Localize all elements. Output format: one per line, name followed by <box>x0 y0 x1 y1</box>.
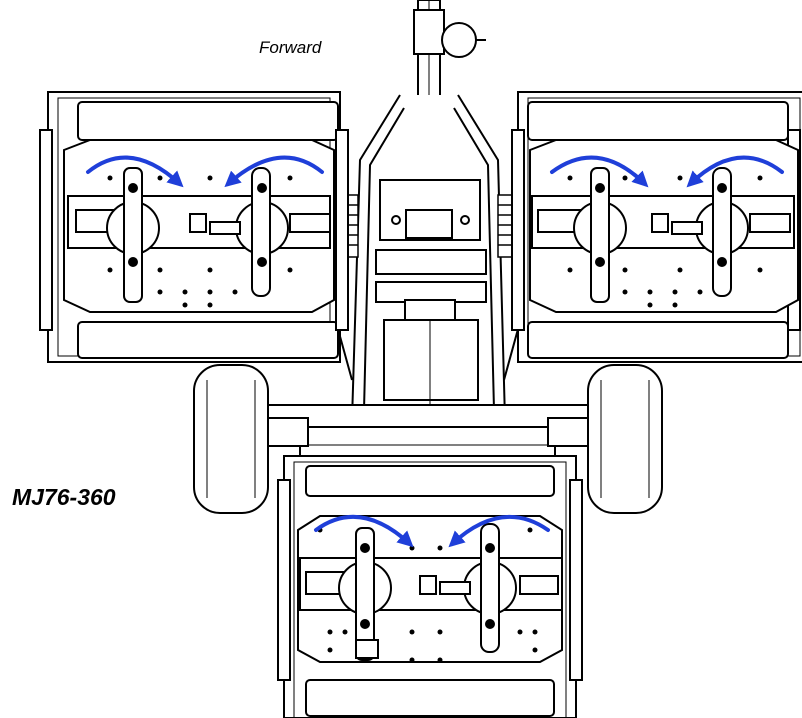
right-deck-arrow-clockwise <box>550 155 649 188</box>
center-frame <box>264 94 591 464</box>
rear-deck-bolts <box>317 527 538 663</box>
rear-deck-arrow-counterclockwise <box>448 515 550 548</box>
right-deck-arrow-counterclockwise <box>686 155 784 188</box>
left-deck-arrow-counterclockwise <box>224 155 324 188</box>
model-label: MJ76-360 <box>12 484 116 510</box>
left-deck-bolts <box>107 175 293 308</box>
rear-deck-arrow-clockwise <box>314 515 414 548</box>
left-deck-arrow-clockwise <box>86 155 184 188</box>
right-deck-bolts <box>567 175 763 308</box>
right-deck <box>511 91 802 363</box>
rear-deck <box>277 455 583 718</box>
right-wheel <box>587 364 663 514</box>
rotation-arrows <box>86 155 784 548</box>
left-wheel <box>193 364 269 514</box>
direction-label: Forward <box>259 38 322 57</box>
left-deck <box>39 91 349 363</box>
